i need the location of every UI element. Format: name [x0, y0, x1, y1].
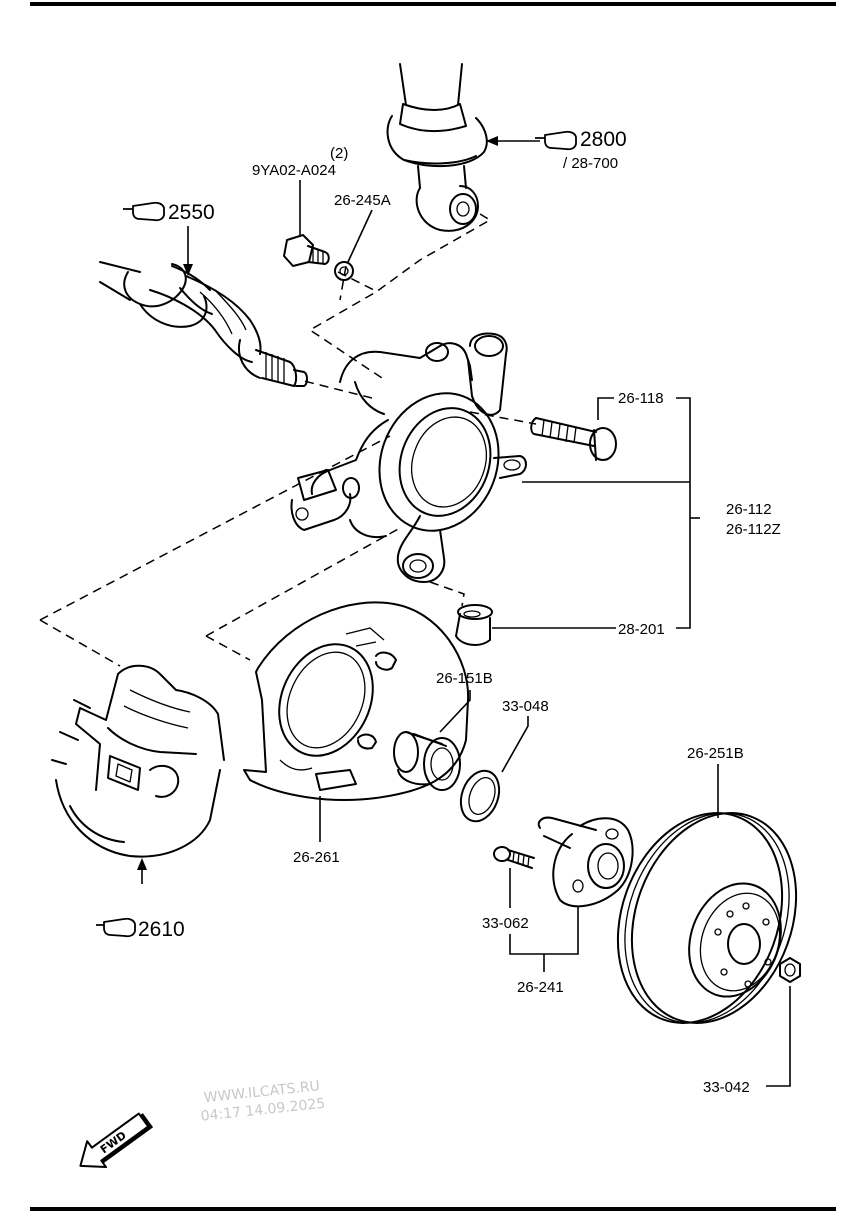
knuckle-label: 26-112 — [726, 501, 772, 518]
shock-absorber-drawing — [386, 63, 488, 232]
dust-shield-drawing — [243, 601, 470, 801]
snap-ring-label: 33-048 — [502, 698, 549, 715]
drive-shaft-drawing — [99, 261, 308, 387]
fwd-arrow-icon: FWD — [79, 1112, 154, 1169]
dust-shield-label: 26-261 — [293, 849, 340, 866]
hub-bolt-label: 33-062 — [482, 915, 529, 932]
pointing-hand-icon — [123, 201, 165, 222]
washer-part-label: 26-245A — [334, 192, 391, 209]
ref-2610[interactable]: 2610 — [96, 917, 185, 941]
pointing-hand-icon — [535, 130, 577, 151]
wheel-bearing-drawing — [393, 731, 461, 791]
ref-2800-label: 2800 — [580, 128, 627, 151]
bushing-drawing — [455, 604, 493, 646]
snap-ring-drawing — [459, 769, 501, 823]
knuckle-bolt-drawing — [530, 417, 617, 461]
pointing-hand-icon — [96, 917, 136, 938]
hub-label: 26-241 — [517, 979, 564, 996]
bolt-part-label: 9YA02-A024 — [252, 162, 336, 179]
ref-2610-label: 2610 — [138, 918, 185, 941]
ref-2800[interactable]: 2800 — [535, 128, 627, 151]
knuckle-bolt-label: 26-118 — [618, 390, 664, 407]
steering-knuckle-drawing — [290, 332, 527, 583]
brake-disc-drawing — [616, 812, 798, 1024]
washer-drawing — [334, 261, 354, 281]
bearing-label: 26-151B — [436, 670, 493, 687]
watermark: WWW.ILCATS.RU 04:17 14.09.2025 — [200, 1078, 326, 1125]
caliper-drawing — [51, 664, 225, 858]
disc-label: 26-251B — [687, 745, 744, 762]
ref-2550-label: 2550 — [168, 201, 215, 224]
hub-drawing — [537, 816, 634, 908]
bushing-label: 28-201 — [618, 621, 665, 638]
assembly-lines — [39, 213, 537, 667]
hub-bolt-drawing — [493, 846, 535, 869]
ref-2550[interactable]: 2550 — [123, 201, 215, 224]
bolt-drawing — [283, 234, 330, 267]
bottom-border — [30, 1207, 836, 1211]
ref-28-700-label: / 28-700 — [563, 155, 618, 172]
nut-label: 33-042 — [703, 1079, 750, 1096]
knuckle-alt-label: 26-112Z — [726, 521, 781, 538]
top-border — [30, 2, 836, 6]
bolt-qty-label: (2) — [330, 145, 348, 162]
nut-drawing — [779, 957, 801, 983]
